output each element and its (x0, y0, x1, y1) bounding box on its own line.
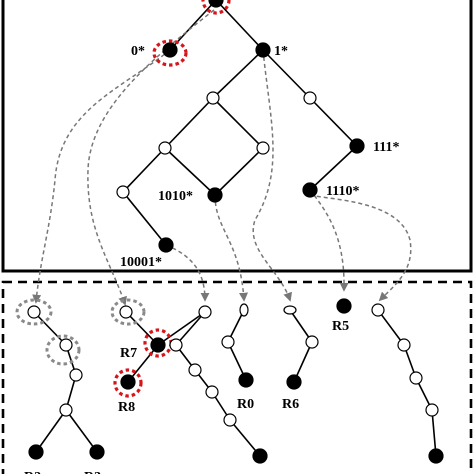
subtrie-c-node[interactable] (221, 335, 235, 349)
subtrie-b-r8-ring (113, 368, 143, 398)
node-1010[interactable] (207, 187, 223, 203)
top-trie-labels: 0* 1* 111* 1010* 1110* 10001* (120, 44, 399, 270)
node-1110[interactable] (302, 182, 318, 198)
root-highlight-ring (201, 0, 231, 15)
label-r8: R8 (118, 400, 135, 415)
pointer-arrow-6 (309, 194, 412, 302)
subtrie-e-node[interactable] (409, 371, 423, 385)
node-0-highlight-ring (152, 39, 188, 67)
label-r5: R5 (332, 319, 349, 334)
label-111: 111* (373, 140, 399, 155)
subtrie-e-leaf-r1[interactable] (428, 448, 444, 464)
pointer-arrow-5 (309, 189, 349, 292)
subtrie-b-r7-node[interactable] (150, 337, 166, 353)
label-1010: 1010* (158, 189, 193, 204)
subtrie-e-root[interactable] (371, 303, 385, 317)
subtrie-b-node[interactable] (205, 385, 219, 399)
root-node[interactable] (208, 0, 224, 8)
subtrie-a-node-ring (45, 334, 81, 366)
subtrie-a-pointer-ring (15, 298, 53, 326)
top-trie-nodes (116, 0, 365, 253)
subtrie-b-pointer-ring (110, 298, 146, 326)
pointer-arrow-2 (165, 244, 210, 302)
top-trie-panel (1, 0, 473, 273)
node-1[interactable] (255, 42, 271, 58)
label-0: 0* (131, 44, 145, 59)
subtrie-e-node[interactable] (397, 338, 411, 352)
rule-labels: R7 R8 R0 R6 R5 R2 R3 (24, 319, 349, 474)
node-100[interactable] (158, 141, 172, 155)
pointer-arrow-3 (214, 194, 249, 302)
node-11[interactable] (303, 91, 317, 105)
subtrie-b-leaf-r4[interactable] (252, 448, 268, 464)
node-111[interactable] (349, 138, 365, 154)
subtrie-b-node[interactable] (169, 338, 183, 352)
bottom-subtrie-edges (33, 309, 437, 457)
subtrie-a-leaf-r2[interactable] (28, 444, 44, 460)
subtrie-c-leaf-r0[interactable] (238, 372, 254, 388)
node-1000[interactable] (116, 185, 130, 199)
label-10001: 10001* (120, 255, 162, 270)
bottom-subtrie-nodes (15, 298, 444, 464)
top-trie-edges (122, 0, 358, 246)
subtrie-d-leaf-r6[interactable] (286, 374, 302, 390)
pointer-arrows (32, 9, 412, 306)
subtrie-b-node[interactable] (188, 363, 202, 377)
subtrie-b-root[interactable] (119, 305, 133, 319)
pointer-arrow-4 (252, 49, 292, 302)
subtrie-b-r8-node[interactable] (120, 374, 136, 390)
subtrie-c-root[interactable] (239, 303, 249, 317)
subtrie-b-node[interactable] (198, 305, 212, 319)
bottom-subtrie-panel (1, 280, 473, 474)
label-r6: R6 (282, 397, 299, 412)
label-r3: R3 (84, 470, 101, 474)
pointer-arrow-0 (32, 49, 171, 304)
node-101[interactable] (256, 141, 270, 155)
subtrie-a-node[interactable] (59, 403, 73, 417)
subtrie-e-node[interactable] (425, 403, 439, 417)
subtrie-d-root[interactable] (283, 305, 297, 315)
label-1: 1* (274, 44, 288, 59)
leaf-r5[interactable] (336, 298, 352, 314)
node-10001[interactable] (158, 237, 174, 253)
label-r7: R7 (120, 346, 137, 361)
node-0[interactable] (162, 42, 178, 58)
subtrie-a-node[interactable] (69, 368, 83, 382)
subtrie-a-node[interactable] (59, 338, 73, 352)
subtrie-a-leaf-r3[interactable] (89, 444, 105, 460)
subtrie-d-node[interactable] (305, 335, 319, 349)
label-1110: 1110* (326, 184, 359, 199)
node-10[interactable] (206, 91, 220, 105)
subtrie-a-root[interactable] (27, 305, 41, 319)
subtrie-b-node[interactable] (223, 413, 237, 427)
label-r0: R0 (237, 397, 254, 412)
label-r2: R2 (24, 470, 41, 474)
